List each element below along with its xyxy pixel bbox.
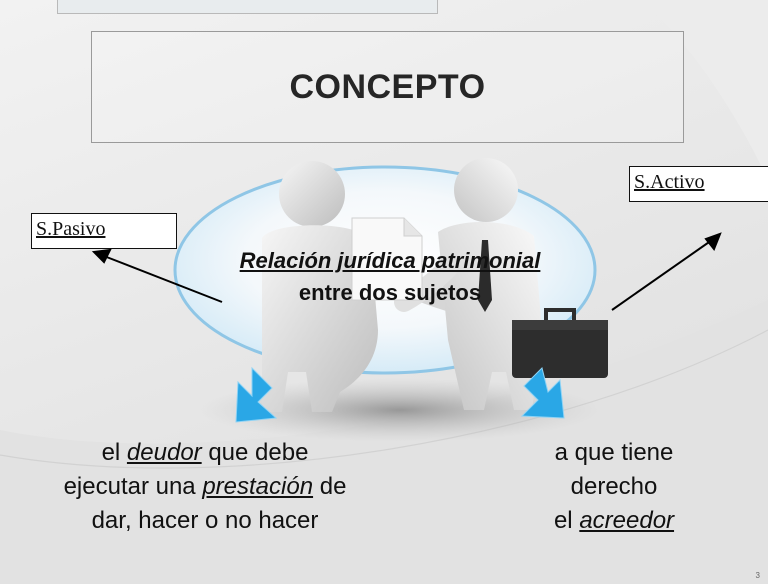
blue-arrow-left <box>235 366 278 423</box>
acreedor-description: a que tiene derecho el acreedor <box>508 436 720 538</box>
deudor-description: el deudor que debe ejecutar una prestaci… <box>0 436 410 538</box>
deudor-term: deudor <box>126 439 202 466</box>
briefcase-icon <box>512 308 608 378</box>
deudor-line-3: dar, hacer o no hacer <box>91 507 319 534</box>
relation-subtitle: entre dos sujetos <box>298 280 482 305</box>
acreedor-line-2: derecho <box>570 473 658 500</box>
document-icon <box>351 217 423 301</box>
label-s-pasivo: S.Pasivo <box>31 213 177 249</box>
deudor-line-2: ejecutar una prestación de <box>63 473 347 500</box>
relation-title: Relación jurídica patrimonial <box>239 248 541 273</box>
page-number: 3 <box>755 571 760 580</box>
page-title: CONCEPTO <box>289 67 486 106</box>
tie <box>478 240 492 312</box>
arrow-to-pasivo <box>91 248 223 303</box>
acreedor-line-3: el acreedor <box>553 507 675 534</box>
prestacion-term: prestación <box>202 473 314 500</box>
acreedor-term: acreedor <box>579 507 675 534</box>
floor-shadow <box>200 378 600 442</box>
center-text: Relación jurídica patrimonial entre dos … <box>174 246 606 310</box>
label-s-activo: S.Activo <box>629 166 768 202</box>
arrow-to-activo <box>611 232 722 311</box>
top-tab <box>57 0 438 14</box>
acreedor-line-1: a que tiene <box>554 439 674 466</box>
blue-arrow-right <box>520 367 565 419</box>
deudor-line-1: el deudor que debe <box>101 439 309 466</box>
title-box: CONCEPTO <box>91 31 684 143</box>
